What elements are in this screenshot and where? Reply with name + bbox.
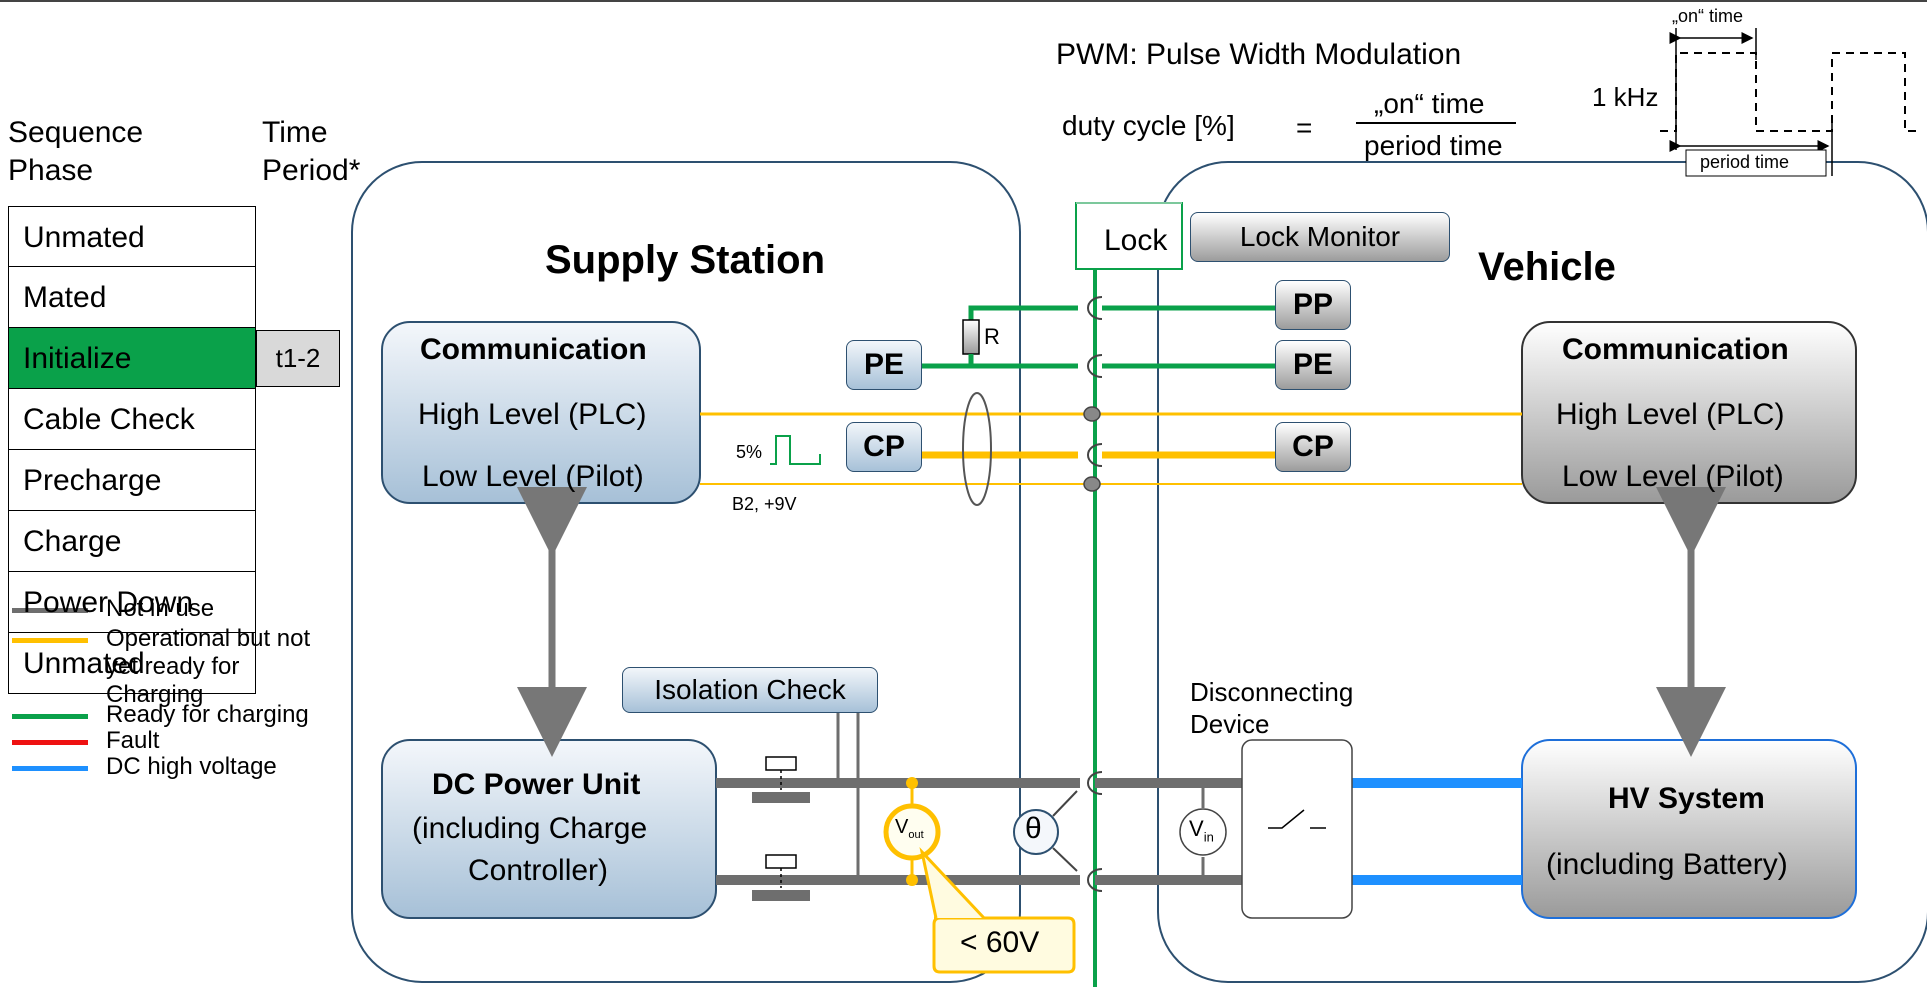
sequence-phase-cell: Unmated <box>8 206 256 267</box>
pwm-pulse-symbol <box>770 435 821 465</box>
vout-sub: out <box>908 829 924 841</box>
sequence-phase-cell: Cable Check <box>8 389 256 450</box>
vehicle-title: Vehicle <box>1478 245 1616 289</box>
vehicle-pe-label: PE <box>1292 348 1334 381</box>
lock-monitor-box: Lock Monitor <box>1190 212 1450 262</box>
active-time-cell: t1-2 <box>256 330 340 387</box>
socket-dc-minus <box>1087 868 1103 892</box>
sequence-phase-header: Sequence Phase <box>8 116 144 187</box>
station-contactors <box>752 756 810 901</box>
socket-pe <box>1087 354 1103 378</box>
socket-plc <box>1083 406 1101 422</box>
lock-monitor-label: Lock Monitor <box>1239 221 1401 252</box>
cable-bundle-ellipse <box>962 392 992 506</box>
sequence-phase-cell: Power Down <box>8 572 256 633</box>
pwm-title: PWM: Pulse Width Modulation <box>1056 38 1462 71</box>
legend-swatch <box>12 608 88 613</box>
dc-power-unit-line2: (including Charge <box>412 812 648 845</box>
isolation-check-label: Isolation Check <box>654 674 846 705</box>
isolation-check-box: Isolation Check <box>622 667 878 713</box>
lock-label: Lock <box>1104 224 1168 257</box>
station-cp-box: CP <box>846 422 922 472</box>
vout-main: V <box>895 816 909 838</box>
active-time-text: t1-2 <box>275 343 321 373</box>
sequence-phase-cell: Unmated <box>8 633 256 694</box>
station-high-level-label: High Level (PLC) <box>418 398 647 431</box>
legend-label: Not in use <box>106 595 215 622</box>
hv-system-title: HV System <box>1608 782 1765 815</box>
resistor-symbol <box>962 319 980 355</box>
voltage-callout-label: < 60V <box>960 926 1040 959</box>
vehicle-pp-label: PP <box>1292 288 1334 321</box>
legend-swatch <box>12 638 88 643</box>
legend-label: DC high voltage <box>106 753 277 780</box>
station-pe-label: PE <box>863 348 905 381</box>
station-cp-label: CP <box>863 430 905 463</box>
disconnecting-device-box <box>1241 739 1353 919</box>
duty-percent-label: 5% <box>736 442 763 462</box>
hv-system-subtitle: (including Battery) <box>1546 848 1788 881</box>
station-low-level-label: Low Level (Pilot) <box>422 460 644 493</box>
vin-main: V <box>1189 816 1204 841</box>
period-time-box <box>1685 149 1827 177</box>
legend-swatch <box>12 766 88 771</box>
duty-equals-sign: = <box>1296 112 1313 143</box>
vin-meter <box>1179 808 1227 856</box>
connector-sockets <box>1087 296 1103 892</box>
pilot-state-label: B2, +9V <box>732 494 797 514</box>
vin-sub: in <box>1203 829 1214 845</box>
socket-pilot <box>1083 476 1101 492</box>
sequence-phase-cell: Charge <box>8 511 256 572</box>
vehicle-panel <box>1157 161 1927 983</box>
station-pe-box: PE <box>846 340 922 390</box>
legend-label: Fault <box>106 727 160 754</box>
sequence-phase-cell: Precharge <box>8 450 256 511</box>
dc-power-unit-line3: Controller) <box>468 854 609 887</box>
dc-power-unit-title: DC Power Unit <box>432 768 641 801</box>
supply-station-panel <box>351 161 1021 983</box>
vehicle-communication-title: Communication <box>1562 333 1789 366</box>
legend-label: Ready for charging <box>106 701 309 728</box>
duty-numerator: „on“ time <box>1374 88 1485 119</box>
resistor-label: R <box>984 324 1000 349</box>
duty-cycle-label: duty cycle [%] <box>1062 110 1235 141</box>
legend-label: Operational but not yet ready for Chargi… <box>106 625 311 708</box>
supply-station-title: Supply Station <box>545 238 825 282</box>
vout-meter <box>883 803 941 861</box>
switch-symbol <box>1268 809 1305 829</box>
vehicle-pp-box: PP <box>1275 280 1351 330</box>
vehicle-high-level-label: High Level (PLC) <box>1556 398 1785 431</box>
disconnecting-device-label: Disconnecting Device <box>1190 677 1354 739</box>
vin-label: Vin <box>1189 816 1214 844</box>
hv-system-panel <box>1521 739 1857 919</box>
sequence-phase-cell: Mated <box>8 267 256 328</box>
vout-label: Vout <box>895 816 924 841</box>
voltage-callout-pointer <box>919 847 986 920</box>
period-time-label: period time <box>1700 152 1790 172</box>
vehicle-pe-box: PE <box>1275 340 1351 390</box>
socket-pp <box>1087 296 1103 320</box>
legend-swatch <box>12 714 88 719</box>
socket-cp <box>1087 443 1103 467</box>
on-time-label: „on“ time <box>1672 6 1744 26</box>
sequence-phase-cell: Initialize <box>8 328 256 389</box>
socket-dc-plus <box>1087 771 1103 795</box>
frequency-label: 1 kHz <box>1592 82 1659 112</box>
lock-frame <box>1075 202 1183 270</box>
theta-label: θ <box>1025 812 1042 845</box>
duty-denominator: period time <box>1364 130 1503 161</box>
theta-sensor <box>1013 809 1059 855</box>
vehicle-cp-label: CP <box>1292 430 1334 463</box>
station-communication-title: Communication <box>420 333 647 366</box>
vehicle-cp-box: CP <box>1275 422 1351 472</box>
vehicle-low-level-label: Low Level (Pilot) <box>1562 460 1784 493</box>
pwm-waveform <box>1660 52 1920 132</box>
time-period-header: Time Period* <box>262 116 361 187</box>
legend-swatch <box>12 740 88 745</box>
